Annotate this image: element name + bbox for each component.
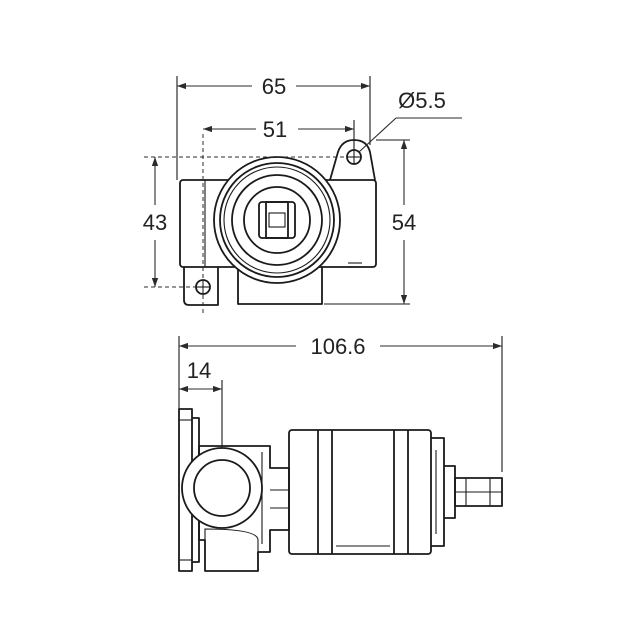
dimension-height-holes: 43: [143, 157, 167, 287]
valve-body-side: [198, 445, 290, 572]
dimension-hole-diameter-label: Ø5.5: [398, 88, 446, 113]
mounting-hole-top-right: [346, 149, 362, 165]
dimension-outlet-offset-label: 14: [187, 358, 211, 383]
dimension-width-overall: 65: [177, 74, 370, 99]
top-view-extension-solid: [176, 76, 410, 305]
spindle: [431, 437, 503, 547]
dimension-hole-spacing-label: 51: [263, 117, 287, 142]
side-view: 106.6 14: [178, 334, 503, 572]
dimension-length-overall-label: 106.6: [310, 334, 365, 359]
cartridge-cylinder: [288, 429, 432, 555]
dimension-outlet-offset: 14: [179, 358, 222, 393]
cartridge-top: [213, 156, 341, 284]
dimension-hole-spacing: 51: [203, 117, 354, 142]
dimension-hole-diameter: Ø5.5: [358, 88, 462, 153]
dimension-width-overall-label: 65: [262, 74, 286, 99]
outlet-port: [181, 447, 263, 529]
dimension-height-holes-label: 43: [143, 210, 167, 235]
top-view: 65 51 Ø5.5 43 54: [143, 74, 462, 315]
dimension-height-overall-label: 54: [392, 210, 416, 235]
top-view-extension-lines: [144, 134, 347, 315]
dimension-height-overall: 54: [392, 140, 416, 304]
dimension-length-overall: 106.6: [179, 334, 502, 359]
